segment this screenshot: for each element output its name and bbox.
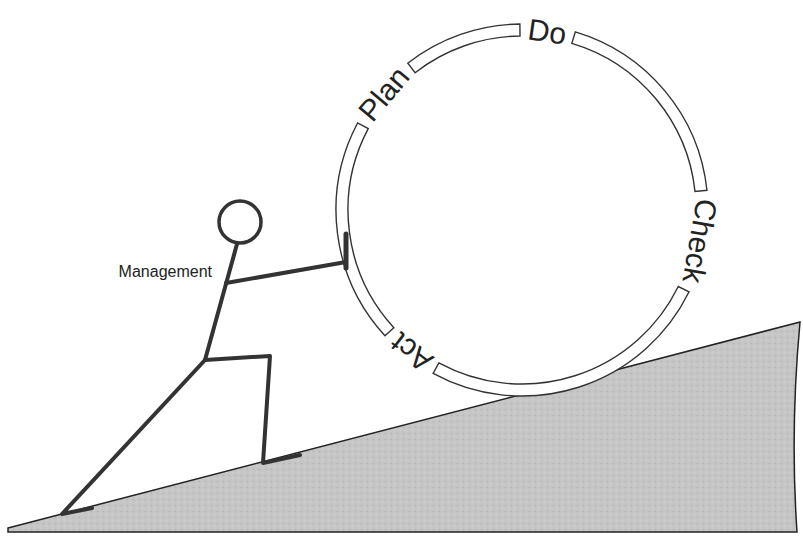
figure-back-leg [62, 360, 205, 514]
slope [8, 322, 800, 532]
figure-arm [226, 262, 346, 283]
ring-segment [408, 24, 520, 73]
ring-segment [433, 287, 689, 396]
pdca-ring [336, 24, 707, 396]
figure-hand [344, 234, 349, 268]
ring-segment [336, 123, 394, 336]
ring-segment [572, 32, 707, 192]
cycle-step-label: Plan [353, 62, 415, 127]
cycle-step-label: Act [385, 327, 438, 377]
figure-torso [205, 244, 237, 360]
figure-head [219, 201, 261, 243]
figure-front-leg [205, 356, 300, 463]
cycle-step-label: Check [677, 197, 721, 286]
cycle-step-label: Do [526, 14, 568, 49]
figure-label: Management [119, 264, 212, 280]
stick-figure [62, 201, 346, 514]
